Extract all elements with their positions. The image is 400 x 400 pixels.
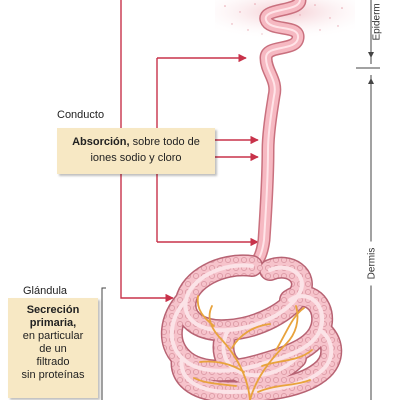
absorcion-text: sobre todo de iones sodio y cloro xyxy=(90,136,200,164)
secrecion-callout: Secreción primaria, en particular de un … xyxy=(8,298,98,398)
glandula-label: Glándula xyxy=(23,285,68,297)
epidermis-label: Epiderm xyxy=(371,0,383,43)
layer-scale xyxy=(101,0,380,400)
absorcion-callout: Absorción, sobre todo de iones sodio y c… xyxy=(57,128,215,174)
secrecion-text-3: filtrado xyxy=(36,356,70,368)
conducto-label: Conducto xyxy=(57,109,105,121)
dermis-label: Dermis xyxy=(366,241,378,286)
absorcion-title: Absorción, xyxy=(72,136,130,148)
arrow-to-gland xyxy=(120,0,174,303)
gland-coil xyxy=(160,254,343,400)
secrecion-title-1: Secreción xyxy=(26,304,80,316)
secrecion-text-4: sin proteínas xyxy=(21,369,85,381)
nerve-fibers xyxy=(193,295,313,400)
secrecion-text-2: de un xyxy=(39,343,67,355)
secrecion-title-2: primaria, xyxy=(29,317,77,329)
sweat-duct xyxy=(245,0,307,273)
secrecion-text-1: en particular xyxy=(22,330,84,342)
